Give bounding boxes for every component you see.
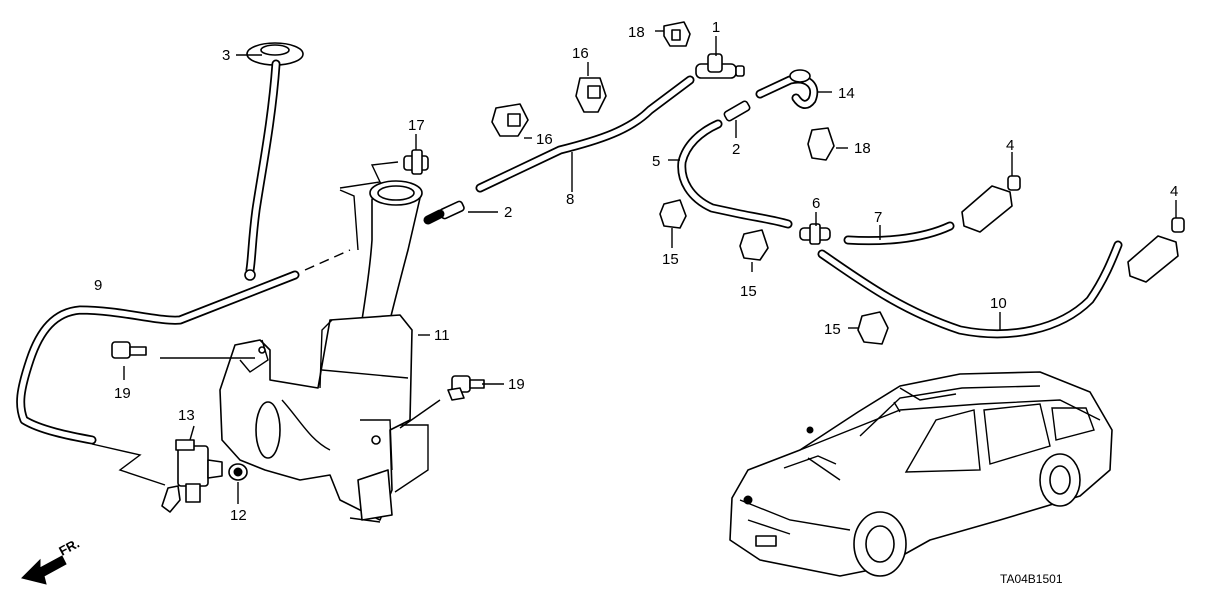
hose-9 [16, 270, 300, 445]
clip-18-top [663, 21, 691, 47]
callout-18-top: 18 [628, 24, 645, 41]
callout-15-b: 15 [740, 283, 757, 300]
clip-15-b [739, 229, 769, 272]
callout-3: 3 [222, 47, 230, 64]
leader-17 [339, 161, 399, 189]
leader-9 [304, 249, 351, 271]
callout-1: 1 [712, 19, 720, 36]
hose-5 [677, 119, 793, 229]
washer-nozzle-4-left [961, 152, 1021, 233]
hose-7 [843, 221, 955, 246]
callout-16-top: 16 [572, 45, 589, 62]
washer-nozzle-4-right [1127, 200, 1185, 283]
callout-19-left: 19 [114, 385, 131, 402]
callout-19-right: 19 [508, 376, 525, 393]
callout-18-right: 18 [854, 140, 871, 157]
leader-tank-bracket [339, 189, 359, 251]
callout-2-right: 2 [732, 141, 740, 158]
front-marker-label: FR. [56, 536, 82, 559]
elbow-hose-14 [755, 69, 832, 109]
callout-13: 13 [178, 407, 195, 424]
t-joint-1 [695, 36, 745, 79]
callout-7: 7 [874, 209, 882, 226]
joint-2-right [723, 100, 751, 138]
callout-6: 6 [812, 195, 820, 212]
hose-8 [475, 75, 695, 193]
callout-12: 12 [230, 507, 247, 524]
front-direction-arrow: FR. [21, 536, 82, 585]
callout-4-left: 4 [1006, 137, 1014, 154]
washer-pump-13 [161, 439, 223, 513]
grommet-19-right [447, 375, 485, 401]
clamp-16-upper [575, 77, 607, 113]
reservoir-cap-dipstick [244, 42, 304, 281]
joint-6 [799, 212, 831, 245]
callout-17: 17 [408, 117, 425, 134]
clamp-16-lower [491, 103, 529, 137]
callout-8: 8 [566, 191, 574, 208]
leader-19b [399, 399, 441, 429]
callout-15-a: 15 [662, 251, 679, 268]
grommet-19-left [111, 341, 147, 359]
callout-5: 5 [652, 153, 660, 170]
callout-16-bottom: 16 [536, 131, 553, 148]
leader-9-pump [91, 443, 166, 486]
washer-reservoir-tank [219, 180, 423, 523]
leader-13 [189, 425, 195, 441]
callout-2-left: 2 [504, 204, 512, 221]
clip-17 [403, 149, 429, 175]
callout-4-right: 4 [1170, 183, 1178, 200]
clip-15-a [659, 199, 687, 229]
callout-14: 14 [838, 85, 855, 102]
callout-11: 11 [434, 327, 450, 344]
vehicle-illustration [729, 371, 1113, 577]
clip-18-right [807, 127, 848, 161]
callout-10: 10 [990, 295, 1007, 312]
callout-9: 9 [94, 277, 102, 294]
leader-tank-mount [394, 424, 429, 493]
joint-2-left [423, 200, 465, 225]
diagram-code: TA04B1501 [1000, 572, 1063, 586]
grommet-12 [228, 463, 248, 481]
clip-15-c [857, 311, 889, 345]
callout-15-c: 15 [824, 321, 841, 338]
hose-10 [817, 240, 1123, 339]
